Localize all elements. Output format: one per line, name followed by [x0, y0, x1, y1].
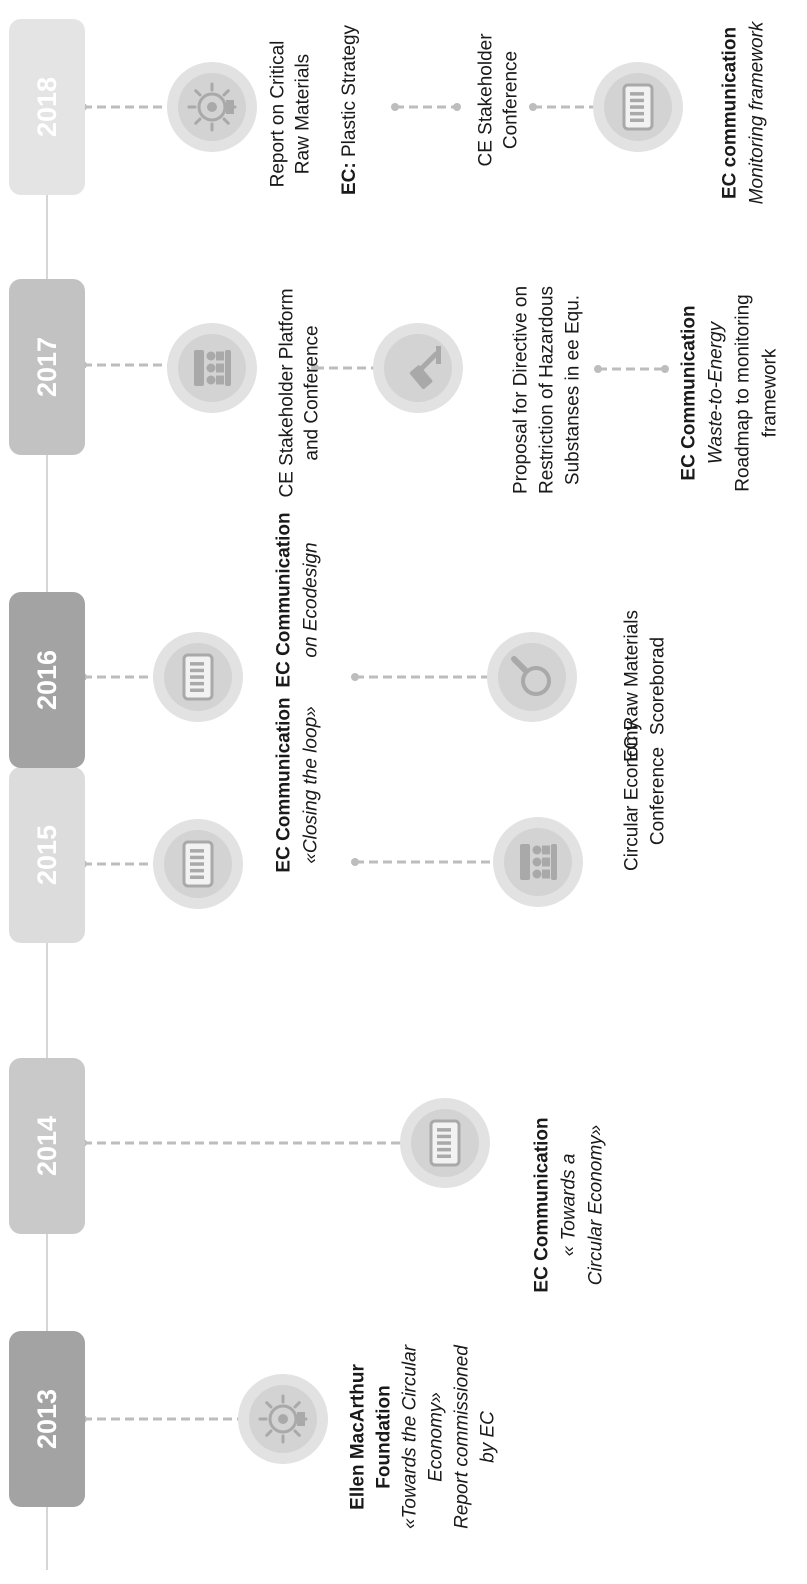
connector — [351, 673, 496, 681]
connector — [391, 103, 461, 111]
event-label: EC: Plastic Strategy — [339, 24, 360, 195]
conference-icon — [194, 350, 231, 386]
gavel-icon — [409, 346, 441, 389]
year-pill — [9, 1058, 85, 1234]
year-label: 2014 — [32, 1116, 62, 1176]
event-node — [487, 632, 577, 722]
event-label-line: Monitoring framework — [747, 20, 768, 204]
lightbulb-gear-icon — [258, 1394, 308, 1444]
event-label-line: Report commissioned — [452, 1344, 473, 1529]
event-node — [373, 323, 463, 413]
event-label-line: Substanses in ee Equ. — [563, 295, 584, 485]
event-label-line: Circular Economy — [622, 721, 643, 871]
event-node — [593, 62, 683, 152]
event-label-line: Circular Economy» — [586, 1125, 607, 1286]
event-label-line: EC Raw Materials — [622, 610, 643, 762]
connector — [351, 858, 502, 866]
connector — [79, 860, 162, 868]
event-label-line: Conference — [501, 51, 522, 149]
year-markers: 2013 2014 2015 2016 2017 2018 — [9, 19, 85, 1507]
document-icon — [622, 83, 654, 131]
event-label-line: framework — [760, 348, 781, 437]
connector — [79, 1415, 254, 1423]
connector — [79, 103, 176, 111]
connector — [79, 361, 176, 369]
connector — [529, 103, 602, 111]
year-pill — [9, 19, 85, 195]
event-label-line: EC: Plastic Strategy — [339, 24, 360, 195]
event-label: EC Communication Waste-to-Energy Roadmap t… — [679, 294, 781, 492]
connector — [79, 673, 162, 681]
event-label-line: CE Stakeholder — [476, 33, 497, 167]
event-label-line: Conference — [648, 747, 669, 845]
year-marker-2015: 2015 — [9, 767, 85, 943]
event-label: EC communication Monitoring framework — [720, 20, 768, 204]
event-node — [238, 1374, 328, 1464]
event-label-line: Raw Materials — [293, 54, 314, 174]
event-label-line: by EC — [478, 1411, 499, 1463]
event-label-line: «Towards the Circular — [400, 1344, 421, 1529]
event-label-line: Waste-to-Energy — [706, 320, 727, 464]
event-node — [167, 323, 257, 413]
event-node — [153, 632, 243, 722]
event-node — [493, 817, 583, 907]
event-label: EC Communication on Ecodesign — [274, 512, 322, 687]
year-marker-2018: 2018 — [9, 19, 85, 195]
event-label-line: CE Stakeholder Platform — [277, 288, 298, 497]
event-label-line: «Closing the loop» — [301, 706, 322, 863]
year-marker-2017: 2017 — [9, 279, 85, 455]
document-icon — [182, 840, 214, 888]
event-label-line: EC Communication — [274, 697, 295, 872]
document-icon — [429, 1119, 461, 1167]
year-pill — [9, 279, 85, 455]
event-label: EC Communication «Closing the loop» — [274, 697, 322, 872]
magnifier-icon — [511, 656, 551, 696]
event-label-line: Restriction of Hazardous — [537, 286, 558, 494]
event-label-line: « Towards a — [559, 1154, 580, 1257]
year-label: 2016 — [32, 650, 62, 710]
event-label-line: EC communication — [720, 27, 741, 199]
event-icons — [153, 62, 683, 1464]
year-marker-2014: 2014 — [9, 1058, 85, 1234]
event-label-line: on Ecodesign — [301, 542, 322, 657]
event-label-line: Ellen MacArthur — [348, 1364, 369, 1510]
event-label-line: and Conference — [302, 325, 323, 460]
lightbulb-gear-icon — [187, 82, 237, 132]
year-pill — [9, 1331, 85, 1507]
event-label-line: EC Communication — [274, 512, 295, 687]
event-label-line: Proposal for Directive on — [511, 286, 532, 494]
year-pill — [9, 767, 85, 943]
conference-icon — [520, 844, 557, 880]
connector — [594, 365, 669, 373]
year-pill — [9, 592, 85, 768]
year-label: 2017 — [32, 337, 62, 397]
year-marker-2013: 2013 — [9, 1331, 85, 1507]
event-node — [400, 1098, 490, 1188]
event-node — [153, 819, 243, 909]
event-label-line: Roadmap to monitoring — [733, 294, 754, 492]
event-label-line: Foundation — [374, 1385, 395, 1488]
event-label-line: EC Communication — [679, 305, 700, 480]
year-label: 2013 — [32, 1389, 62, 1449]
year-marker-2016: 2016 — [9, 592, 85, 768]
year-label: 2018 — [32, 77, 62, 137]
event-label-line: Report on Critical — [268, 41, 289, 188]
document-icon — [182, 653, 214, 701]
event-label-line: EC Communication — [532, 1117, 553, 1292]
event-label: EC Communication « Towards a Circular Econ… — [532, 1117, 607, 1292]
event-node — [167, 62, 257, 152]
event-label-line: Scoreborad — [648, 637, 669, 735]
event-label-line: Economy» — [426, 1392, 447, 1482]
year-label: 2015 — [32, 825, 62, 885]
connector — [79, 1139, 409, 1147]
